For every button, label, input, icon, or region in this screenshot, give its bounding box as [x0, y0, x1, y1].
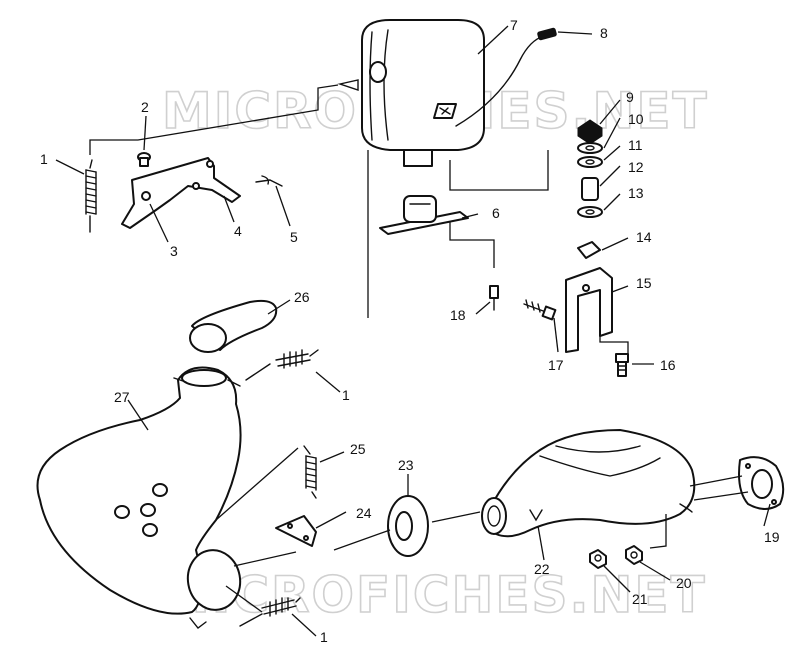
callout-23: 23 — [398, 457, 414, 473]
callout-1a: 1 — [40, 151, 48, 167]
callout-17: 17 — [548, 357, 564, 373]
callout-3: 3 — [170, 243, 178, 259]
bracket-icon — [121, 157, 241, 229]
leader-lines — [55, 25, 771, 637]
callout-6: 6 — [492, 205, 500, 221]
callout-24: 24 — [356, 505, 372, 521]
callout-4: 4 — [234, 223, 242, 239]
rivet-icon — [137, 152, 151, 167]
plate-icon-2 — [275, 515, 317, 547]
silencer-icon — [481, 429, 696, 538]
callout-7: 7 — [510, 17, 518, 33]
callout-1b: 1 — [342, 387, 350, 403]
bolt-17-icon — [523, 299, 557, 321]
callout-22: 22 — [534, 561, 550, 577]
callout-labels: 1 2 3 4 5 6 7 8 9 10 11 12 13 14 15 16 1… — [40, 17, 780, 645]
nut-icon — [577, 119, 603, 145]
plate-icon — [379, 195, 469, 235]
spring-icon — [85, 159, 97, 233]
callout-27: 27 — [114, 389, 130, 405]
callout-14: 14 — [636, 229, 652, 245]
cotter-pin-icon — [255, 175, 283, 187]
expansion-chamber-icon — [36, 366, 242, 629]
spring-icon-2 — [245, 349, 319, 381]
spacer-icon — [581, 177, 599, 201]
sensor-icon — [455, 27, 557, 127]
spring-icon-4 — [239, 597, 301, 627]
callout-18: 18 — [450, 307, 466, 323]
muffler-icon — [337, 19, 485, 167]
watermark-bottom: MICROFICHES.NET — [160, 566, 707, 624]
callout-9: 9 — [626, 89, 634, 105]
sensor-pin-icon — [489, 285, 499, 311]
spring-icon-3 — [303, 445, 317, 499]
callout-12: 12 — [628, 159, 644, 175]
callout-5: 5 — [290, 229, 298, 245]
callout-25: 25 — [350, 441, 366, 457]
callout-2: 2 — [141, 99, 149, 115]
callout-26: 26 — [294, 289, 310, 305]
hanger-frame-lines — [89, 84, 549, 318]
gasket-icon — [738, 456, 785, 510]
callout-13: 13 — [628, 185, 644, 201]
grommet-icon — [387, 495, 429, 557]
callout-11: 11 — [628, 137, 643, 153]
mount-bracket-icon — [565, 241, 613, 353]
callout-20: 20 — [676, 575, 692, 591]
tube-icon — [189, 299, 278, 353]
callout-1c: 1 — [320, 629, 328, 645]
callout-15: 15 — [636, 275, 652, 291]
bolt-icon — [615, 353, 629, 377]
washer-icon — [577, 142, 603, 218]
washer-icon-2 — [625, 545, 643, 565]
nut-icon-2 — [589, 549, 607, 569]
callout-10: 10 — [628, 111, 644, 127]
callout-16: 16 — [660, 357, 676, 373]
callout-21: 21 — [632, 591, 648, 607]
connection-lines — [215, 336, 749, 613]
callout-19: 19 — [764, 529, 780, 545]
callout-8: 8 — [600, 25, 608, 41]
